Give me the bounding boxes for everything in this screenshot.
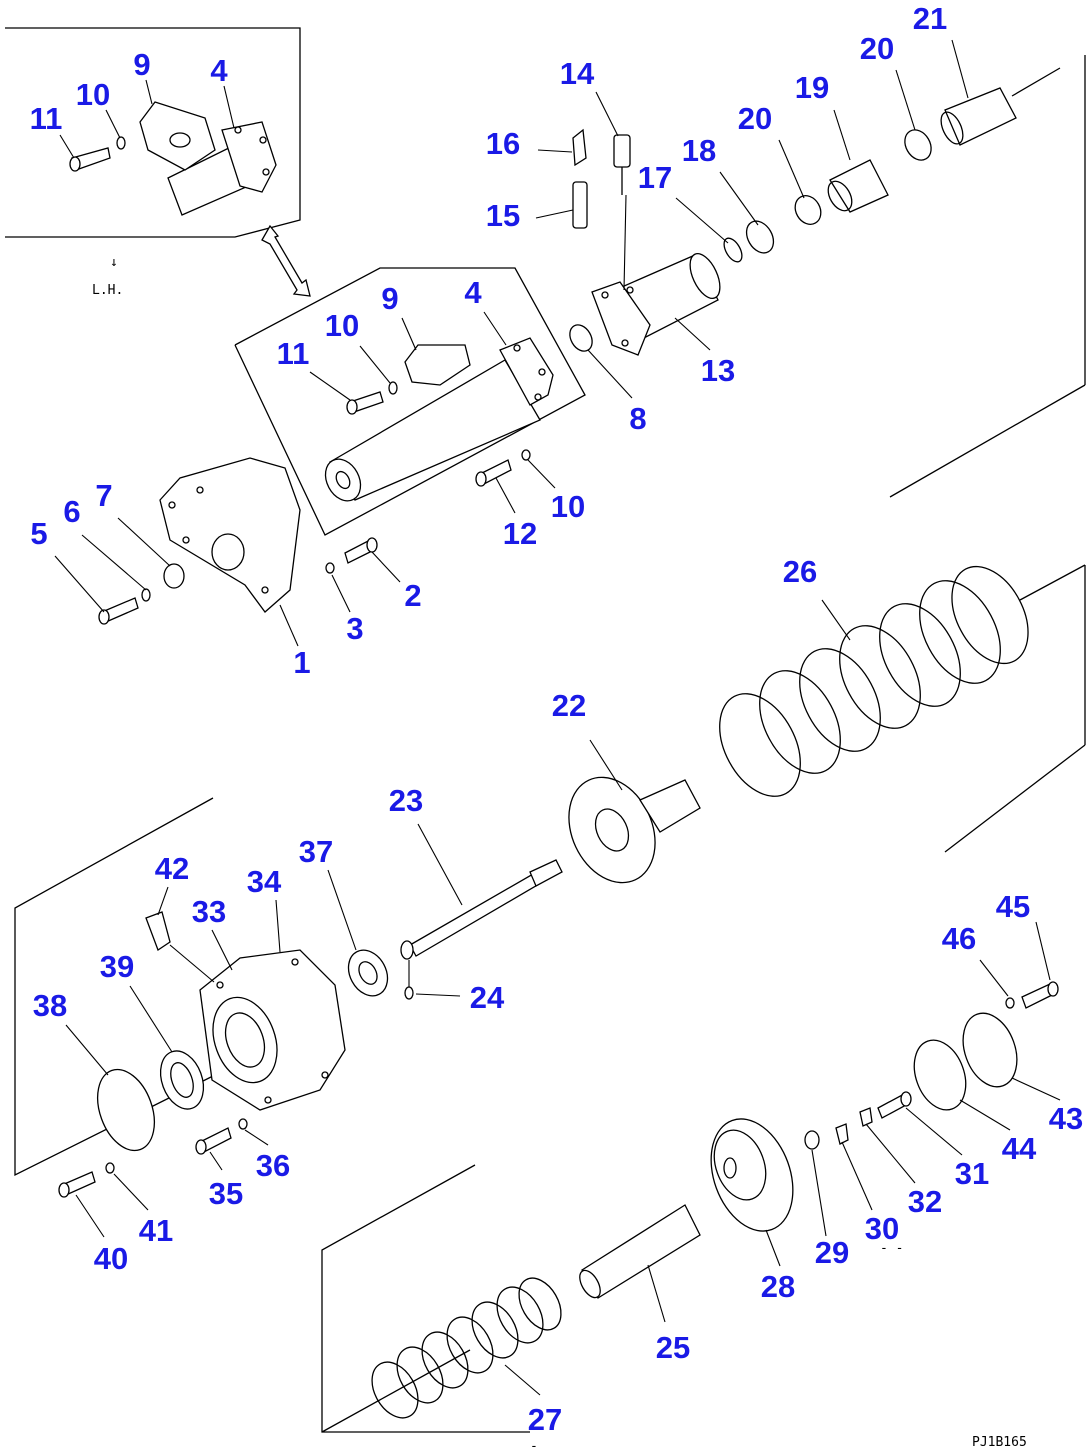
callout-c15: 15 <box>486 198 520 233</box>
callout-c43: 43 <box>1049 1101 1083 1136</box>
callout-c46: 46 <box>942 921 976 956</box>
callout-c32: 32 <box>908 1184 942 1219</box>
callout-c13: 13 <box>701 353 735 388</box>
callout-c9a: 9 <box>133 47 150 82</box>
callout-c31: 31 <box>955 1156 989 1191</box>
top-right-group <box>535 39 1017 399</box>
callout-c4b: 4 <box>464 275 482 310</box>
callout-c38: 38 <box>33 988 67 1023</box>
callout-c23: 23 <box>389 783 423 818</box>
housing-group <box>54 457 401 647</box>
callout-c34: 34 <box>247 864 282 899</box>
callout-c21: 21 <box>913 1 947 36</box>
callout-c37: 37 <box>299 834 333 869</box>
callout-c12: 12 <box>503 516 537 551</box>
callout-c4a: 4 <box>210 53 228 88</box>
callout-c10b: 10 <box>325 308 359 343</box>
callout-c1: 1 <box>293 645 310 680</box>
exchange-arrow-icon <box>261 224 311 297</box>
callout-c6: 6 <box>63 494 80 529</box>
lh-detail-group <box>59 79 277 216</box>
callout-c20a: 20 <box>738 101 772 136</box>
callout-c10a: 10 <box>76 77 110 112</box>
callout-c39: 39 <box>100 949 134 984</box>
callout-c27: 27 <box>528 1402 562 1437</box>
callout-c33: 33 <box>192 894 226 929</box>
callout-c35: 35 <box>209 1176 243 1211</box>
lh-arrow-mark: ↓ <box>110 255 118 270</box>
drawing-code: PJ1B165 <box>972 1435 1027 1450</box>
callout-c7: 7 <box>95 478 112 513</box>
rod-23 <box>400 823 563 1000</box>
callout-c40: 40 <box>94 1241 128 1276</box>
large-spring <box>719 565 1029 797</box>
tick-mark: - - <box>880 1241 903 1256</box>
housing-34-group <box>58 869 389 1238</box>
callout-c3: 3 <box>346 611 363 646</box>
callout-c41: 41 <box>139 1213 173 1248</box>
callout-c8: 8 <box>629 401 646 436</box>
callout-c25: 25 <box>656 1330 690 1365</box>
callout-c26: 26 <box>783 554 817 589</box>
callout-c36: 36 <box>256 1148 290 1183</box>
callout-c2: 2 <box>404 578 421 613</box>
retainer-22 <box>568 739 701 884</box>
callout-c30: 30 <box>865 1211 899 1246</box>
callout-c22: 22 <box>552 688 586 723</box>
callout-c24: 24 <box>470 980 505 1015</box>
tick-mark-bottom: - <box>530 1439 538 1451</box>
callout-c42: 42 <box>155 851 189 886</box>
callout-c11a: 11 <box>30 101 63 136</box>
callout-c16: 16 <box>486 126 520 161</box>
callout-c14: 14 <box>560 56 595 91</box>
callout-c17: 17 <box>638 160 672 195</box>
callout-c19: 19 <box>795 70 829 105</box>
callout-c5: 5 <box>30 516 47 551</box>
callout-c44: 44 <box>1002 1131 1037 1166</box>
callout-c29: 29 <box>815 1235 849 1270</box>
pipe-spring-group <box>371 1204 701 1419</box>
callout-c10c: 10 <box>551 489 585 524</box>
callout-c9b: 9 <box>381 281 398 316</box>
callout-c28: 28 <box>761 1269 795 1304</box>
center-cylinder-group <box>309 311 556 514</box>
view-note: L.H. <box>92 283 123 298</box>
callout-c18: 18 <box>682 133 716 168</box>
right-bottom-group <box>710 921 1061 1267</box>
callout-c20b: 20 <box>860 31 894 66</box>
callout-c11b: 11 <box>277 336 310 371</box>
callout-c45: 45 <box>996 889 1030 924</box>
